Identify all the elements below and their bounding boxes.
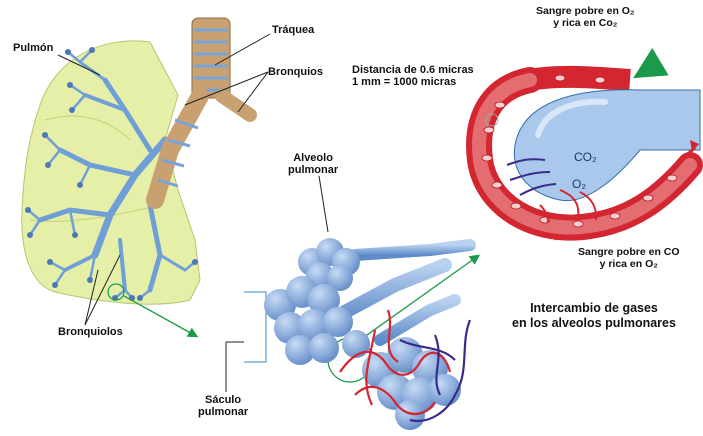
label-sangre-pobre-o2: Sangre pobre en O₂ y rica en Co₂ xyxy=(536,5,635,29)
label-bronquiolos: Bronquiolos xyxy=(58,326,123,338)
label-pulmon: Pulmón xyxy=(13,42,54,54)
capillary-cluster xyxy=(339,309,472,430)
label-co2: CO₂ xyxy=(574,150,597,164)
trachea xyxy=(146,17,257,209)
label-intercambio-gases: Intercambio de gases en los alveolos pul… xyxy=(512,301,676,330)
o2-arrows xyxy=(539,189,598,223)
label-distancia: Distancia de 0.6 micras 1 mm = 1000 micr… xyxy=(352,64,474,88)
label-alveolo-pulmonar: Alveolo pulmonar xyxy=(288,152,339,176)
label-sangre-pobre-co2: Sangre pobre en CO y rica en O₂ xyxy=(578,246,680,270)
label-saculo-pulmonar: Sáculo pulmonar xyxy=(198,394,249,418)
label-bronquios: Bronquios xyxy=(268,66,323,78)
label-o2: O₂ xyxy=(572,177,586,191)
alveolus-top xyxy=(298,238,476,291)
red-blood-cells xyxy=(481,74,678,228)
alveolar-sac xyxy=(264,258,461,365)
label-traquea: Tráquea xyxy=(272,24,315,36)
gas-exchange-detail xyxy=(466,47,703,241)
co2-arrows xyxy=(506,158,557,196)
